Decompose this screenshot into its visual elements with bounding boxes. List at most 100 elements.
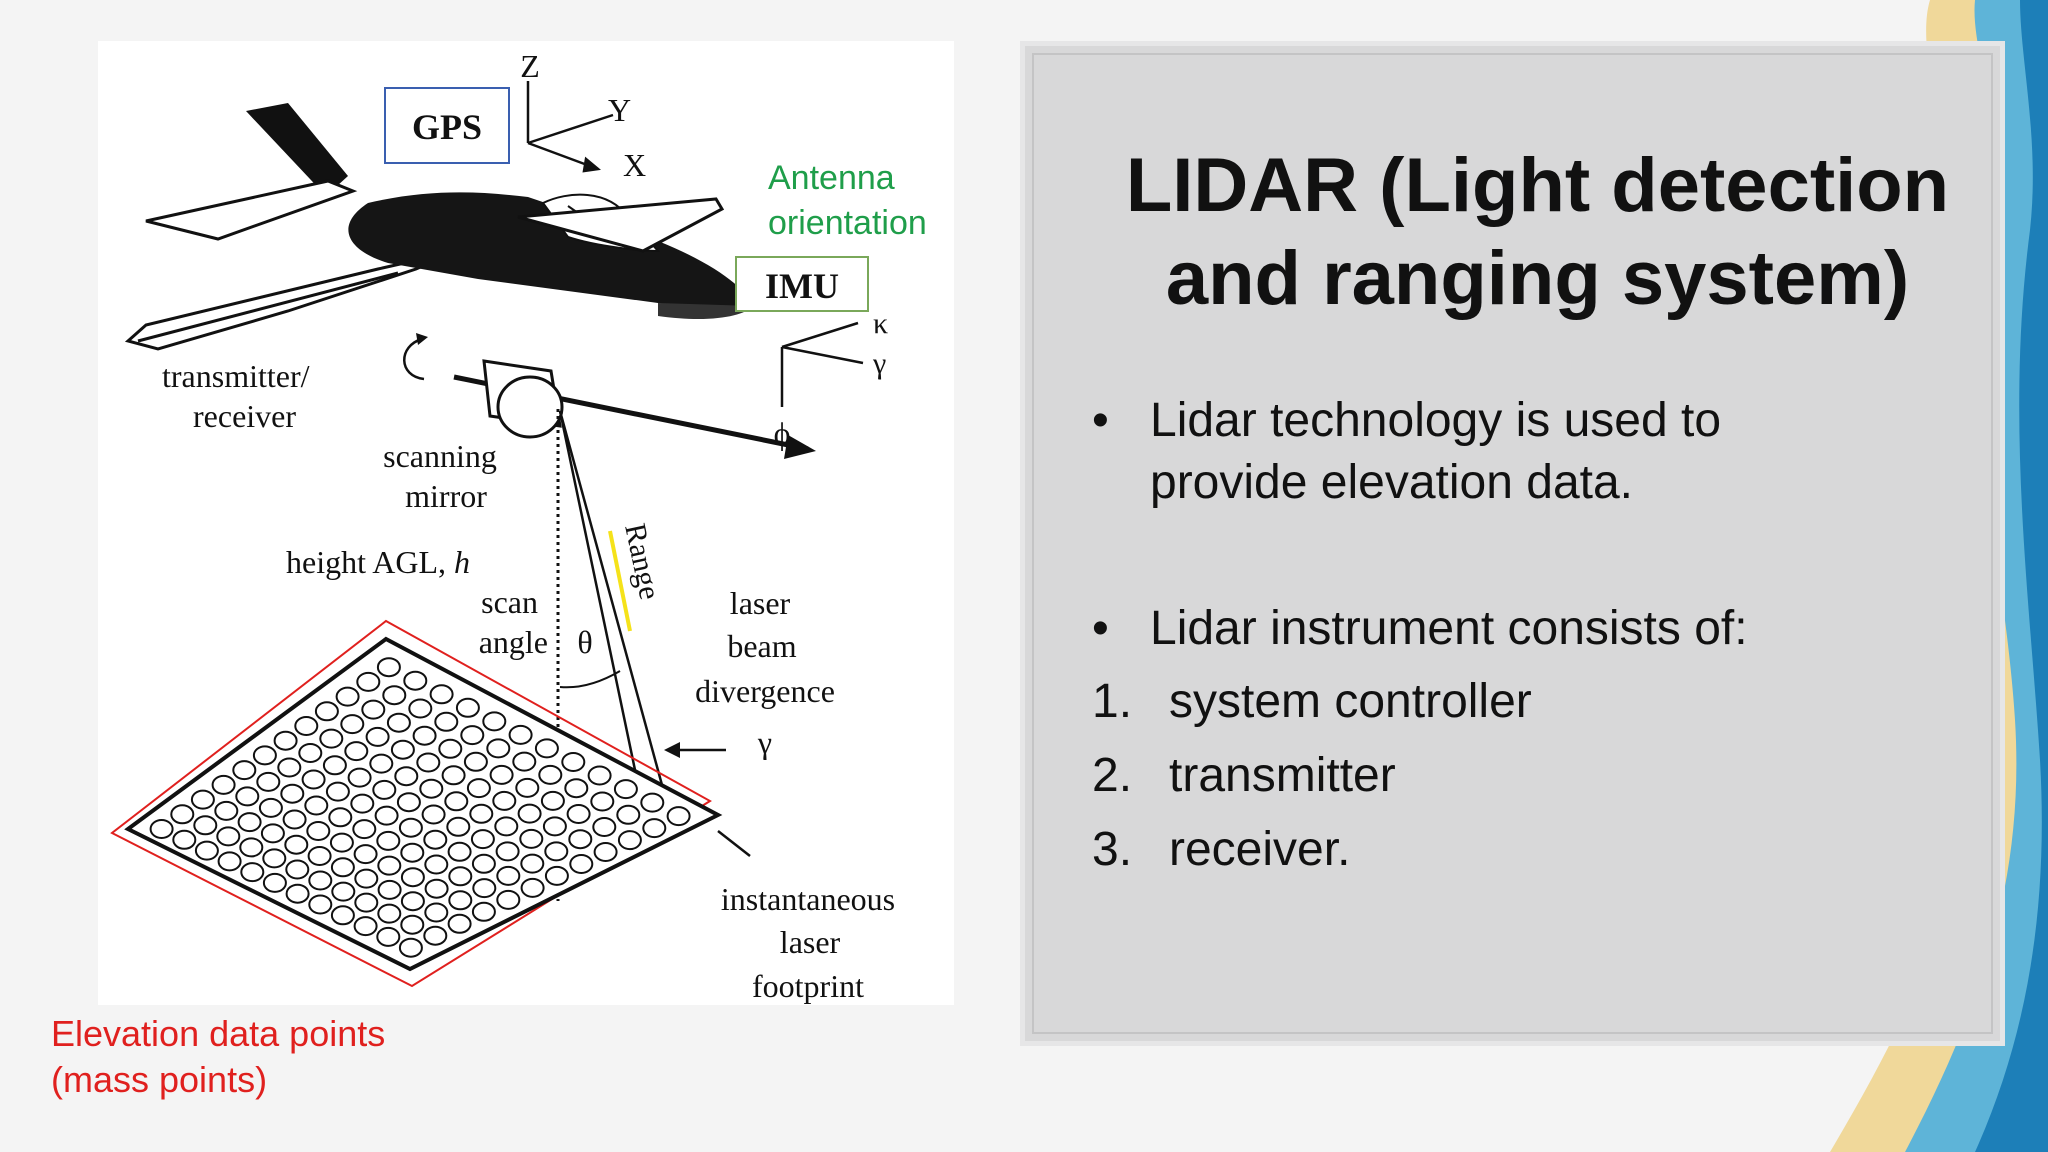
elevation-point: [277, 757, 302, 778]
elevation-point: [486, 738, 511, 759]
range-label: Range: [618, 521, 666, 603]
elevation-point: [308, 870, 333, 891]
range-highlight: [608, 530, 632, 632]
mass-points-label-line2: (mass points): [51, 1059, 268, 1100]
elevation-point: [377, 879, 402, 900]
imu-gamma-label: γ: [872, 347, 886, 380]
elevation-point: [494, 816, 519, 837]
elevation-point: [508, 724, 533, 745]
elevation-point: [592, 817, 617, 837]
elevation-point: [447, 841, 472, 862]
elevation-point: [377, 903, 402, 924]
elevation-point: [372, 779, 397, 800]
elevation-point: [408, 698, 433, 719]
scanning-label: scanning: [383, 438, 497, 474]
elevation-point: [319, 728, 344, 749]
ground-plane: [124, 636, 723, 972]
elevation-point: [308, 894, 333, 915]
elevation-point: [353, 916, 378, 937]
elevation-point: [423, 925, 448, 946]
elevation-point: [285, 859, 310, 880]
elevation-point: [424, 902, 449, 923]
elevation-point: [666, 806, 691, 827]
content-panel: LIDAR (Light detection and ranging syste…: [1020, 41, 2005, 1046]
slide-title: LIDAR (Light detection and ranging syste…: [1125, 143, 1950, 321]
x-axis-label: X: [623, 147, 646, 183]
elevation-point: [307, 846, 332, 866]
elevation-point: [284, 834, 309, 855]
elevation-point: [329, 832, 354, 853]
elevation-point: [369, 753, 394, 774]
z-axis-label: Z: [520, 48, 540, 84]
gps-box: [384, 87, 510, 164]
elevation-point: [471, 901, 496, 922]
elevation-point: [352, 819, 377, 840]
elevation-point: [298, 743, 323, 763]
numbered-text: system controller: [1169, 675, 1532, 728]
elevation-point: [396, 792, 421, 813]
elevation-point: [542, 816, 567, 837]
elevation-point: [566, 804, 591, 824]
elevation-point: [470, 829, 495, 850]
imu-box: [735, 256, 869, 312]
bullet-text: provide elevation data.: [1150, 456, 1633, 509]
elevation-point: [376, 657, 401, 678]
receiver-label: receiver: [193, 398, 296, 434]
elevation-point: [386, 712, 411, 733]
elevation-point: [356, 671, 381, 692]
mirror-label: mirror: [405, 478, 487, 514]
elevation-point: [190, 789, 215, 810]
elevation-point: [314, 701, 339, 722]
elevation-point: [444, 791, 469, 812]
elevation-point: [534, 738, 559, 759]
number-marker: 1.: [1092, 675, 1133, 728]
numbered-text: receiver.: [1169, 823, 1351, 876]
elevation-point: [400, 842, 425, 863]
divergence-gamma-label: γ: [757, 724, 772, 760]
elevation-point: [390, 739, 415, 760]
elevation-point: [517, 803, 542, 824]
elevation-point: [217, 851, 242, 872]
angle-label: angle: [479, 624, 548, 660]
elevation-point: [239, 837, 264, 858]
mass-points-caption: Elevation data points (mass points): [51, 1011, 385, 1103]
elevation-point: [301, 769, 326, 790]
elevation-point: [642, 818, 667, 839]
elevation-point: [194, 840, 219, 861]
elevation-point: [515, 777, 540, 798]
elevation-point: [398, 817, 423, 838]
elevation-point: [544, 841, 569, 862]
elevation-point: [262, 872, 287, 893]
elevation-point: [568, 829, 593, 850]
elevation-point: [400, 891, 425, 912]
elevation-point: [429, 684, 454, 705]
elevation-point: [216, 826, 241, 847]
elevation-point: [285, 883, 310, 904]
elevation-point: [170, 804, 195, 825]
elevation-point: [214, 800, 239, 821]
elevation-point: [232, 760, 257, 781]
elevation-point: [365, 726, 390, 747]
elevation-point: [617, 830, 642, 851]
elevation-point: [463, 751, 488, 772]
footprint-label: footprint: [752, 968, 864, 1004]
elevation-point: [564, 778, 589, 799]
elevation-point: [193, 815, 218, 836]
elevation-point: [472, 878, 497, 899]
elevation-point: [424, 878, 449, 899]
transmitter-label: transmitter/: [162, 358, 310, 394]
elevation-point: [640, 792, 665, 813]
divergence-label: divergence: [695, 673, 835, 709]
elevation-point: [587, 765, 612, 786]
elevation-point: [262, 848, 287, 869]
elevation-point: [347, 767, 372, 788]
elevation-point: [441, 765, 466, 786]
elevation-point: [540, 790, 565, 811]
kappa-label: κ: [873, 307, 888, 340]
scanner-cylinder: [453, 359, 816, 459]
elevation-point: [423, 829, 448, 850]
rotation-arrow: [403, 337, 425, 381]
elevation-point: [447, 913, 472, 934]
elevation-point: [374, 805, 399, 826]
elevation-point: [361, 699, 386, 720]
